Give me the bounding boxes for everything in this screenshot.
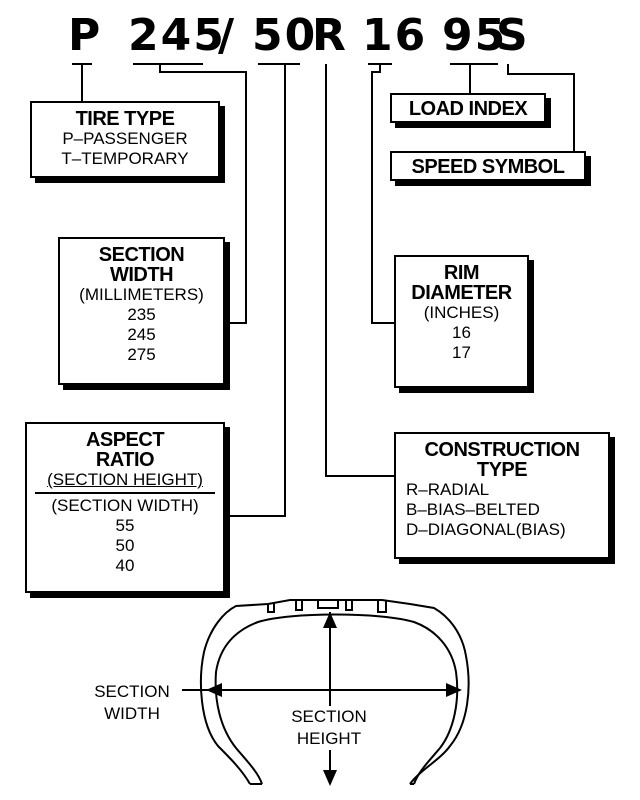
code-tire-type: P [68, 10, 103, 61]
aspect-ratio-title-2: RATIO [95, 449, 155, 471]
section-width-box: SECTION WIDTH (MILLIMETERS) 235 245 275 [58, 237, 225, 385]
code-section-width: 245 [128, 10, 226, 61]
section-width-value: 235 [127, 305, 156, 324]
rim-diameter-value: 17 [452, 343, 471, 362]
tire-type-box: TIRE TYPE P–PASSENGER T–TEMPORARY [30, 101, 220, 178]
aspect-ratio-value: 50 [115, 536, 135, 555]
speed-symbol-title: SPEED SYMBOL [411, 156, 565, 178]
aspect-ratio-value: 40 [115, 556, 135, 575]
code-slash: / [218, 10, 237, 61]
speed-symbol-box: SPEED SYMBOL [390, 151, 586, 181]
aspect-ratio-box: ASPECT RATIO (SECTION HEIGHT) (SECTION W… [25, 422, 225, 593]
arrowhead-down [323, 770, 337, 786]
section-width-label-line-1: SECTION [94, 682, 170, 701]
tire-cross-section [200, 599, 470, 785]
rim-diameter-box: RIM DIAMETER (INCHES) 16 17 [394, 255, 529, 388]
rim-diameter-value: 16 [452, 323, 471, 342]
section-height-label: SECTION HEIGHT [276, 706, 382, 750]
fraction-divider [35, 492, 215, 494]
section-width-value: 245 [127, 325, 156, 344]
construction-type-bias-belted: B–BIAS–BELTED [406, 500, 540, 519]
arrowhead-up [323, 612, 337, 628]
section-width-title-2: WIDTH [109, 264, 174, 286]
tire-type-temporary: T–TEMPORARY [61, 149, 189, 168]
aspect-ratio-denominator: (SECTION WIDTH) [51, 496, 199, 515]
arrowhead-right [446, 683, 462, 697]
load-index-title: LOAD INDEX [408, 98, 528, 120]
aspect-ratio-value: 55 [115, 516, 135, 535]
code-speed-symbol: S [496, 10, 530, 61]
aspect-ratio-title-1: ASPECT [85, 429, 165, 451]
code-aspect-ratio: 50 [252, 10, 318, 61]
section-width-unit: (MILLIMETERS) [79, 285, 204, 304]
tire-type-passenger: P–PASSENGER [62, 129, 188, 148]
section-height-label-line-1: SECTION [276, 706, 382, 728]
section-width-label-line-2: WIDTH [104, 704, 160, 723]
section-width-title-1: SECTION [98, 244, 185, 266]
construction-type-title-1: CONSTRUCTION [424, 439, 580, 461]
section-width-label: SECTION WIDTH [82, 681, 182, 725]
construction-type-title-2: TYPE [476, 459, 528, 481]
construction-type-radial: R–RADIAL [406, 480, 490, 499]
rim-diameter-title-2: DIAMETER [411, 282, 512, 304]
tire-type-title: TIRE TYPE [75, 108, 175, 130]
rim-diameter-title-1: RIM [443, 262, 480, 284]
arrowhead-left [206, 683, 222, 697]
code-construction: R [312, 10, 348, 61]
rim-diameter-unit: (INCHES) [423, 303, 500, 322]
construction-type-box: CONSTRUCTION TYPE R–RADIAL B–BIAS–BELTED… [394, 432, 610, 559]
construction-type-diagonal: D–DIAGONAL(BIAS) [406, 520, 566, 539]
code-rim-diameter: 16 [362, 10, 428, 61]
load-index-box: LOAD INDEX [390, 93, 546, 123]
section-width-value: 275 [127, 345, 156, 364]
code-load-index: 95 [442, 10, 508, 61]
section-height-label-line-2: HEIGHT [276, 728, 382, 750]
aspect-ratio-numerator: (SECTION HEIGHT) [47, 470, 203, 489]
